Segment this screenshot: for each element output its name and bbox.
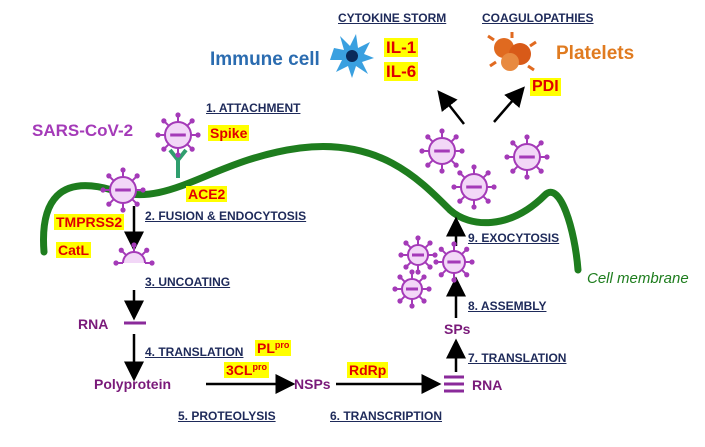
rdrp-label: RdRp	[347, 362, 389, 378]
virion-released-2	[451, 164, 497, 210]
rna-left-label: RNA	[78, 316, 109, 332]
spike-label: Spike	[208, 125, 250, 141]
immune-cell-label: Immune cell	[210, 49, 320, 70]
nsps-label: NSPs	[294, 376, 331, 392]
platelets-icon	[487, 32, 537, 72]
virion-attaching	[155, 112, 201, 158]
virion-released-3	[504, 134, 550, 180]
step-translation-7: 7. TRANSLATION	[468, 351, 567, 365]
polyprotein-label: Polyprotein	[94, 376, 172, 392]
cell-membrane-label: Cell membrane	[587, 270, 689, 287]
step-attachment: 1. ATTACHMENT	[206, 101, 301, 115]
il1-label: IL-1	[384, 38, 419, 57]
step-exocytosis: 9. EXOCYTOSIS	[468, 231, 560, 245]
3clpro-label: 3CLpro	[224, 362, 269, 378]
step-transcription: 6. TRANSCRIPTION	[330, 409, 443, 423]
virion-assembly-3	[392, 269, 432, 309]
il6-label: IL-6	[384, 62, 419, 81]
plpro-label: PLpro	[255, 340, 292, 356]
step-fusion-endocytosis: 2. FUSION & ENDOCYTOSIS	[145, 209, 307, 223]
tmprss2-label: TMPRSS2	[54, 214, 125, 230]
header-coagulopathies: COAGULOPATHIES	[482, 11, 594, 25]
virion-released-1	[419, 128, 465, 174]
virion-assembly-2	[433, 241, 475, 283]
header-cytokine-storm: CYTOKINE STORM	[338, 11, 447, 25]
virion-uncoating	[113, 242, 155, 266]
step-uncoating: 3. UNCOATING	[145, 275, 231, 289]
step-translation-4: 4. TRANSLATION	[145, 345, 244, 359]
arrow-to-platelets	[493, 86, 525, 123]
sps-label: SPs	[444, 321, 471, 337]
rna-right-label: RNA	[472, 377, 503, 393]
pdi-label: PDI	[530, 78, 561, 96]
catl-label: CatL	[56, 242, 92, 258]
step-proteolysis: 5. PROTEOLYSIS	[178, 409, 276, 423]
cell-membrane-line	[40, 143, 582, 274]
immune-cell-icon	[330, 34, 374, 78]
rna-right-mark	[444, 375, 464, 393]
virion-fusing	[100, 167, 146, 213]
virion-assembly-1	[398, 235, 438, 275]
arrow-to-immune	[437, 90, 465, 125]
platelets-label: Platelets	[556, 43, 635, 64]
ace2-label: ACE2	[186, 186, 228, 202]
step-assembly: 8. ASSEMBLY	[468, 299, 547, 313]
ace2-receptor	[168, 148, 188, 178]
sars-cov-2-label: SARS-CoV-2	[32, 121, 134, 140]
